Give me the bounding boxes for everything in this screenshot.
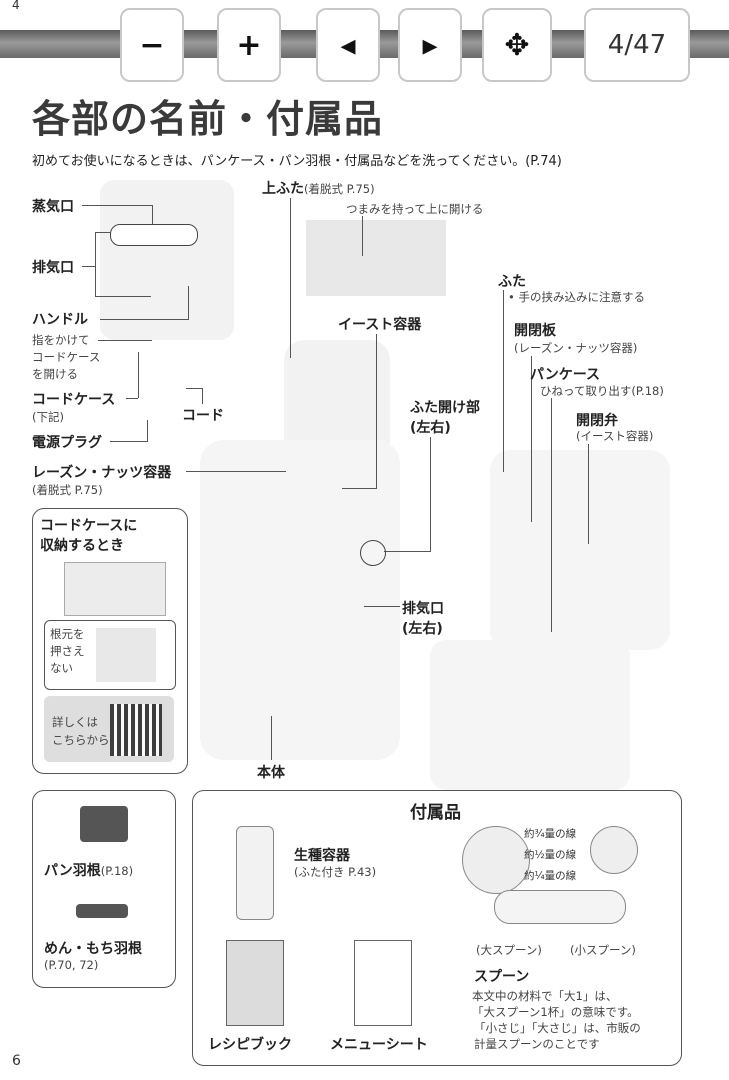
blades-box — [32, 790, 176, 988]
chevron-right-icon: ▸ — [422, 27, 438, 63]
menu-sheet-image — [354, 940, 412, 1026]
noodle-blade-ref: (P.70, 72) — [44, 958, 99, 972]
zoom-out-button[interactable]: − — [120, 8, 184, 82]
big-spoon-image — [462, 826, 530, 894]
lid-label: ふた — [498, 274, 526, 290]
page-indicator[interactable]: 4/47 — [584, 8, 690, 82]
cord-box-title-2: 収納するとき — [40, 538, 124, 554]
open-valve-label: 開閉弁 — [576, 413, 618, 429]
cord-warning-box — [44, 620, 176, 690]
cord-warn-3: ない — [50, 661, 73, 675]
open-plate-note: (レーズン・ナッツ容器) — [514, 341, 638, 355]
yeast-container-label: イースト容器 — [338, 317, 422, 333]
steam-port-label: 蒸気口 — [32, 199, 74, 215]
cord-case-note: (下記) — [32, 410, 64, 424]
handle-label: ハンドル — [32, 312, 88, 328]
qr-code[interactable] — [110, 704, 162, 756]
exhaust-port-2-note: (左右) — [402, 621, 443, 637]
starter-container-image — [236, 826, 274, 920]
pan-case-label: パンケース — [530, 367, 600, 383]
main-body-image — [200, 440, 400, 760]
recipe-book-label: レシピブック — [208, 1037, 292, 1053]
accessories-heading: 付属品 — [410, 803, 461, 823]
pan-blade-image — [80, 806, 128, 842]
small-spoon-image — [590, 826, 638, 874]
spoon-desc-1: 本文中の材料で「大1」は、 — [472, 989, 618, 1003]
line-1-4-label: 約¼量の線 — [524, 870, 577, 882]
page-title: 各部の名前・付属品 — [32, 97, 384, 141]
top-lid-hint: つまみを持って上に開ける — [346, 202, 484, 216]
move-icon: ✥ — [504, 27, 530, 63]
spoon-handle-image — [494, 890, 626, 924]
power-plug-label: 電源プラグ — [32, 435, 102, 451]
top-lid-image — [306, 220, 446, 296]
detail-text-2: こちらから — [52, 733, 110, 747]
prev-page-button[interactable]: ◂ — [316, 8, 380, 82]
page-indicator-text: 4/47 — [607, 30, 667, 60]
base-image — [430, 640, 630, 790]
cord-box-title-1: コードケースに — [40, 518, 138, 534]
starter-container-label: 生種容器 — [294, 848, 350, 864]
intro-text: 初めてお使いになるときは、パンケース・パン羽根・付属品などを洗ってください。(P… — [32, 154, 562, 169]
pan-blade-ref: (P.18) — [100, 864, 134, 878]
noodle-blade-image — [76, 904, 128, 918]
handle-note-1: 指をかけて — [32, 333, 90, 347]
zoom-in-button[interactable]: + — [217, 8, 281, 82]
small-spoon-label: (小スプーン) — [570, 943, 636, 957]
corner-page-number-top: 4 — [12, 0, 20, 12]
spoon-desc-4: 計量スプーンのことです — [474, 1037, 600, 1051]
lid-note: • 手の挟み込みに注意する — [508, 290, 645, 304]
spoon-desc-3: 「小さじ」「大さじ」は、市販の — [474, 1021, 641, 1035]
top-lid-label: 上ふた(着脱式 P.75) — [262, 181, 375, 197]
body-label: 本体 — [257, 765, 285, 781]
raisin-container-note: (着脱式 P.75) — [32, 483, 103, 497]
big-spoon-label: (大スプーン) — [476, 943, 542, 957]
accessories-box — [192, 790, 682, 1066]
pan-blade-label: パン羽根(P.18) — [44, 863, 134, 879]
raisin-container-label: レーズン・ナッツ容器 — [32, 465, 172, 481]
line-3-4-label: 約¾量の線 — [524, 828, 577, 840]
starter-container-note: (ふた付き P.43) — [294, 865, 377, 879]
handle-note-3: を開ける — [32, 367, 78, 381]
move-button[interactable]: ✥ — [482, 8, 552, 82]
lid-opener-note: (左右) — [410, 420, 451, 436]
chevron-left-icon: ◂ — [340, 27, 356, 63]
menu-sheet-label: メニューシート — [330, 1037, 428, 1053]
minus-icon: − — [139, 27, 165, 63]
lid-opener-label: ふた開け部 — [410, 400, 480, 416]
noodle-blade-label: めん・もち羽根 — [44, 941, 142, 957]
cord-label: コード — [182, 408, 224, 424]
exhaust-port-2-label: 排気口 — [402, 601, 444, 617]
top-lid-note: (着脱式 P.75) — [304, 182, 375, 196]
cord-storage-illustration — [64, 562, 166, 616]
cord-warn-2: 押さえ — [50, 644, 85, 658]
spoon-desc-2: 「大スプーン1杯」の意味です。 — [472, 1005, 639, 1019]
pan-case-note: ひねって取り出す(P.18) — [540, 384, 664, 398]
exhaust-port-label: 排気口 — [32, 260, 74, 276]
next-page-button[interactable]: ▸ — [398, 8, 462, 82]
pan-case-image — [490, 450, 670, 650]
plug-illustration — [96, 628, 156, 682]
open-plate-label: 開閉板 — [514, 323, 556, 339]
spoon-label: スプーン — [474, 969, 530, 985]
cord-case-label: コードケース — [32, 392, 116, 408]
handle-note-2: コードケース — [32, 350, 101, 364]
side-view-silhouette — [100, 180, 234, 340]
plus-icon: + — [236, 27, 262, 63]
line-1-2-label: 約½量の線 — [524, 849, 577, 861]
lid-opener-marker — [360, 540, 386, 566]
corner-page-number-bottom: 6 — [12, 1053, 21, 1069]
cord-warn-1: 根元を — [50, 627, 85, 641]
steam-port-outline — [110, 224, 198, 246]
recipe-book-image — [226, 940, 284, 1026]
cord-case-box — [32, 508, 188, 774]
detail-text-1: 詳しくは — [52, 715, 98, 729]
open-valve-note: (イースト容器) — [576, 429, 654, 443]
